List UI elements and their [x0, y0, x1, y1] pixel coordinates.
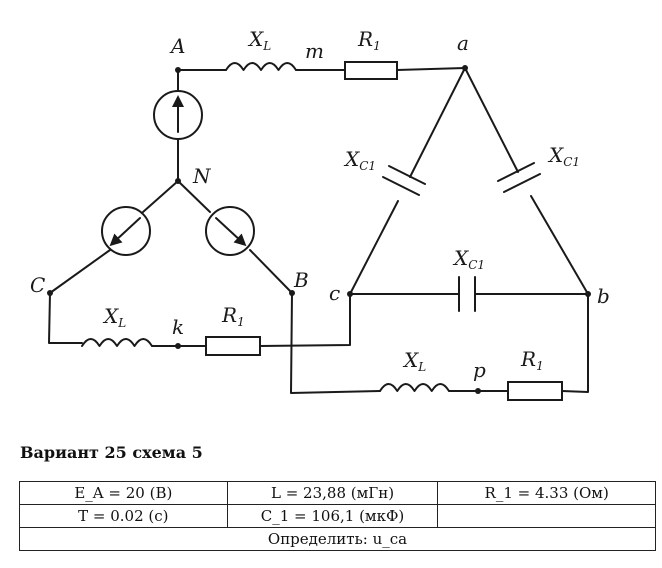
wire-n-to-source-c — [142, 180, 179, 213]
resistor-top — [344, 61, 398, 80]
junction-a — [175, 67, 181, 73]
label-x-l-p: XL — [402, 348, 426, 374]
label-r1-top: R1 — [357, 27, 381, 53]
wire-r1-k-to-node-c-lower — [259, 293, 351, 347]
wire-node-a-to-cap-right — [464, 67, 519, 173]
junction-k — [175, 343, 181, 349]
task-statement: Определить: u_ca — [19, 527, 656, 551]
table-row: Определить: u_ca — [19, 527, 656, 551]
label-x-c1-left: XC1 — [343, 147, 376, 173]
junction-p — [475, 388, 481, 394]
resistor-p — [507, 381, 563, 401]
source-c — [101, 206, 151, 256]
resistor-k — [205, 336, 261, 356]
table-row: E_A = 20 (B) L = 23,88 (мГн) R_1 = 4.33 … — [19, 481, 656, 505]
param-ea: E_A = 20 (B) — [19, 481, 228, 505]
arrow-down-right-icon — [215, 217, 247, 247]
junction-node-c — [347, 291, 353, 297]
table-row: T = 0.02 (c) C_1 = 106,1 (мкФ) — [19, 504, 656, 528]
junction-b — [289, 290, 295, 296]
wire-n-to-source-b — [177, 180, 211, 213]
circuit-diagram: A m a N C B c b k p XL R1 XC1 XC1 XC1 XL… — [30, 27, 610, 401]
label-node-m: m — [305, 39, 324, 63]
junction-node-b — [585, 291, 591, 297]
label-node-c: c — [329, 281, 340, 305]
param-empty — [437, 504, 656, 528]
junction-node-a — [462, 65, 468, 71]
label-x-l-top: XL — [247, 27, 271, 53]
wire-node-b-to-xl-p — [290, 292, 381, 394]
label-x-l-k: XL — [102, 304, 126, 330]
inductor-k — [81, 338, 153, 347]
junction-c — [47, 290, 53, 296]
variant-title: Вариант 25 схема 5 — [20, 443, 203, 462]
label-node-N: N — [192, 164, 212, 188]
label-node-k: k — [172, 315, 184, 339]
junctions — [47, 65, 591, 394]
arrow-down-left-icon — [109, 217, 141, 247]
label-node-A: A — [169, 34, 185, 58]
inductor-p — [379, 383, 450, 392]
capacitor-right — [497, 162, 541, 193]
capacitor-left — [382, 165, 426, 196]
wire-source-c-to-node-c — [49, 249, 111, 294]
label-x-c1-middle: XC1 — [452, 246, 485, 272]
source-b — [205, 206, 255, 256]
junction-n — [175, 178, 181, 184]
param-l: L = 23,88 (мГн) — [226, 481, 439, 505]
wire-source-b-to-node-b — [249, 249, 293, 294]
label-node-C: C — [30, 273, 45, 297]
label-node-b: b — [597, 284, 610, 308]
param-r1: R_1 = 4.33 (Ом) — [437, 481, 656, 505]
inductor-top — [225, 62, 297, 71]
parameters-table: E_A = 20 (B) L = 23,88 (мГн) R_1 = 4.33 … — [19, 481, 656, 551]
label-node-B: B — [293, 268, 309, 292]
wire-r1-p-to-node-b-lower — [561, 293, 589, 393]
label-r1-p: R1 — [520, 347, 544, 373]
wire-node-a-to-cap-left — [409, 67, 466, 178]
label-x-c1-right: XC1 — [547, 143, 580, 169]
wire-r1-to-node-a — [396, 67, 466, 71]
param-c1: C_1 = 106,1 (мкФ) — [226, 504, 439, 528]
label-node-p: p — [473, 358, 486, 382]
wire-node-c-to-xl-k — [48, 292, 83, 344]
capacitor-middle — [458, 276, 476, 312]
label-node-a: a — [457, 31, 469, 55]
wire-cap-right-to-node-b — [530, 195, 589, 295]
source-a — [153, 90, 203, 140]
param-t: T = 0.02 (c) — [19, 504, 228, 528]
label-r1-k: R1 — [221, 303, 245, 329]
wire-cap-left-to-node-c — [349, 200, 399, 295]
